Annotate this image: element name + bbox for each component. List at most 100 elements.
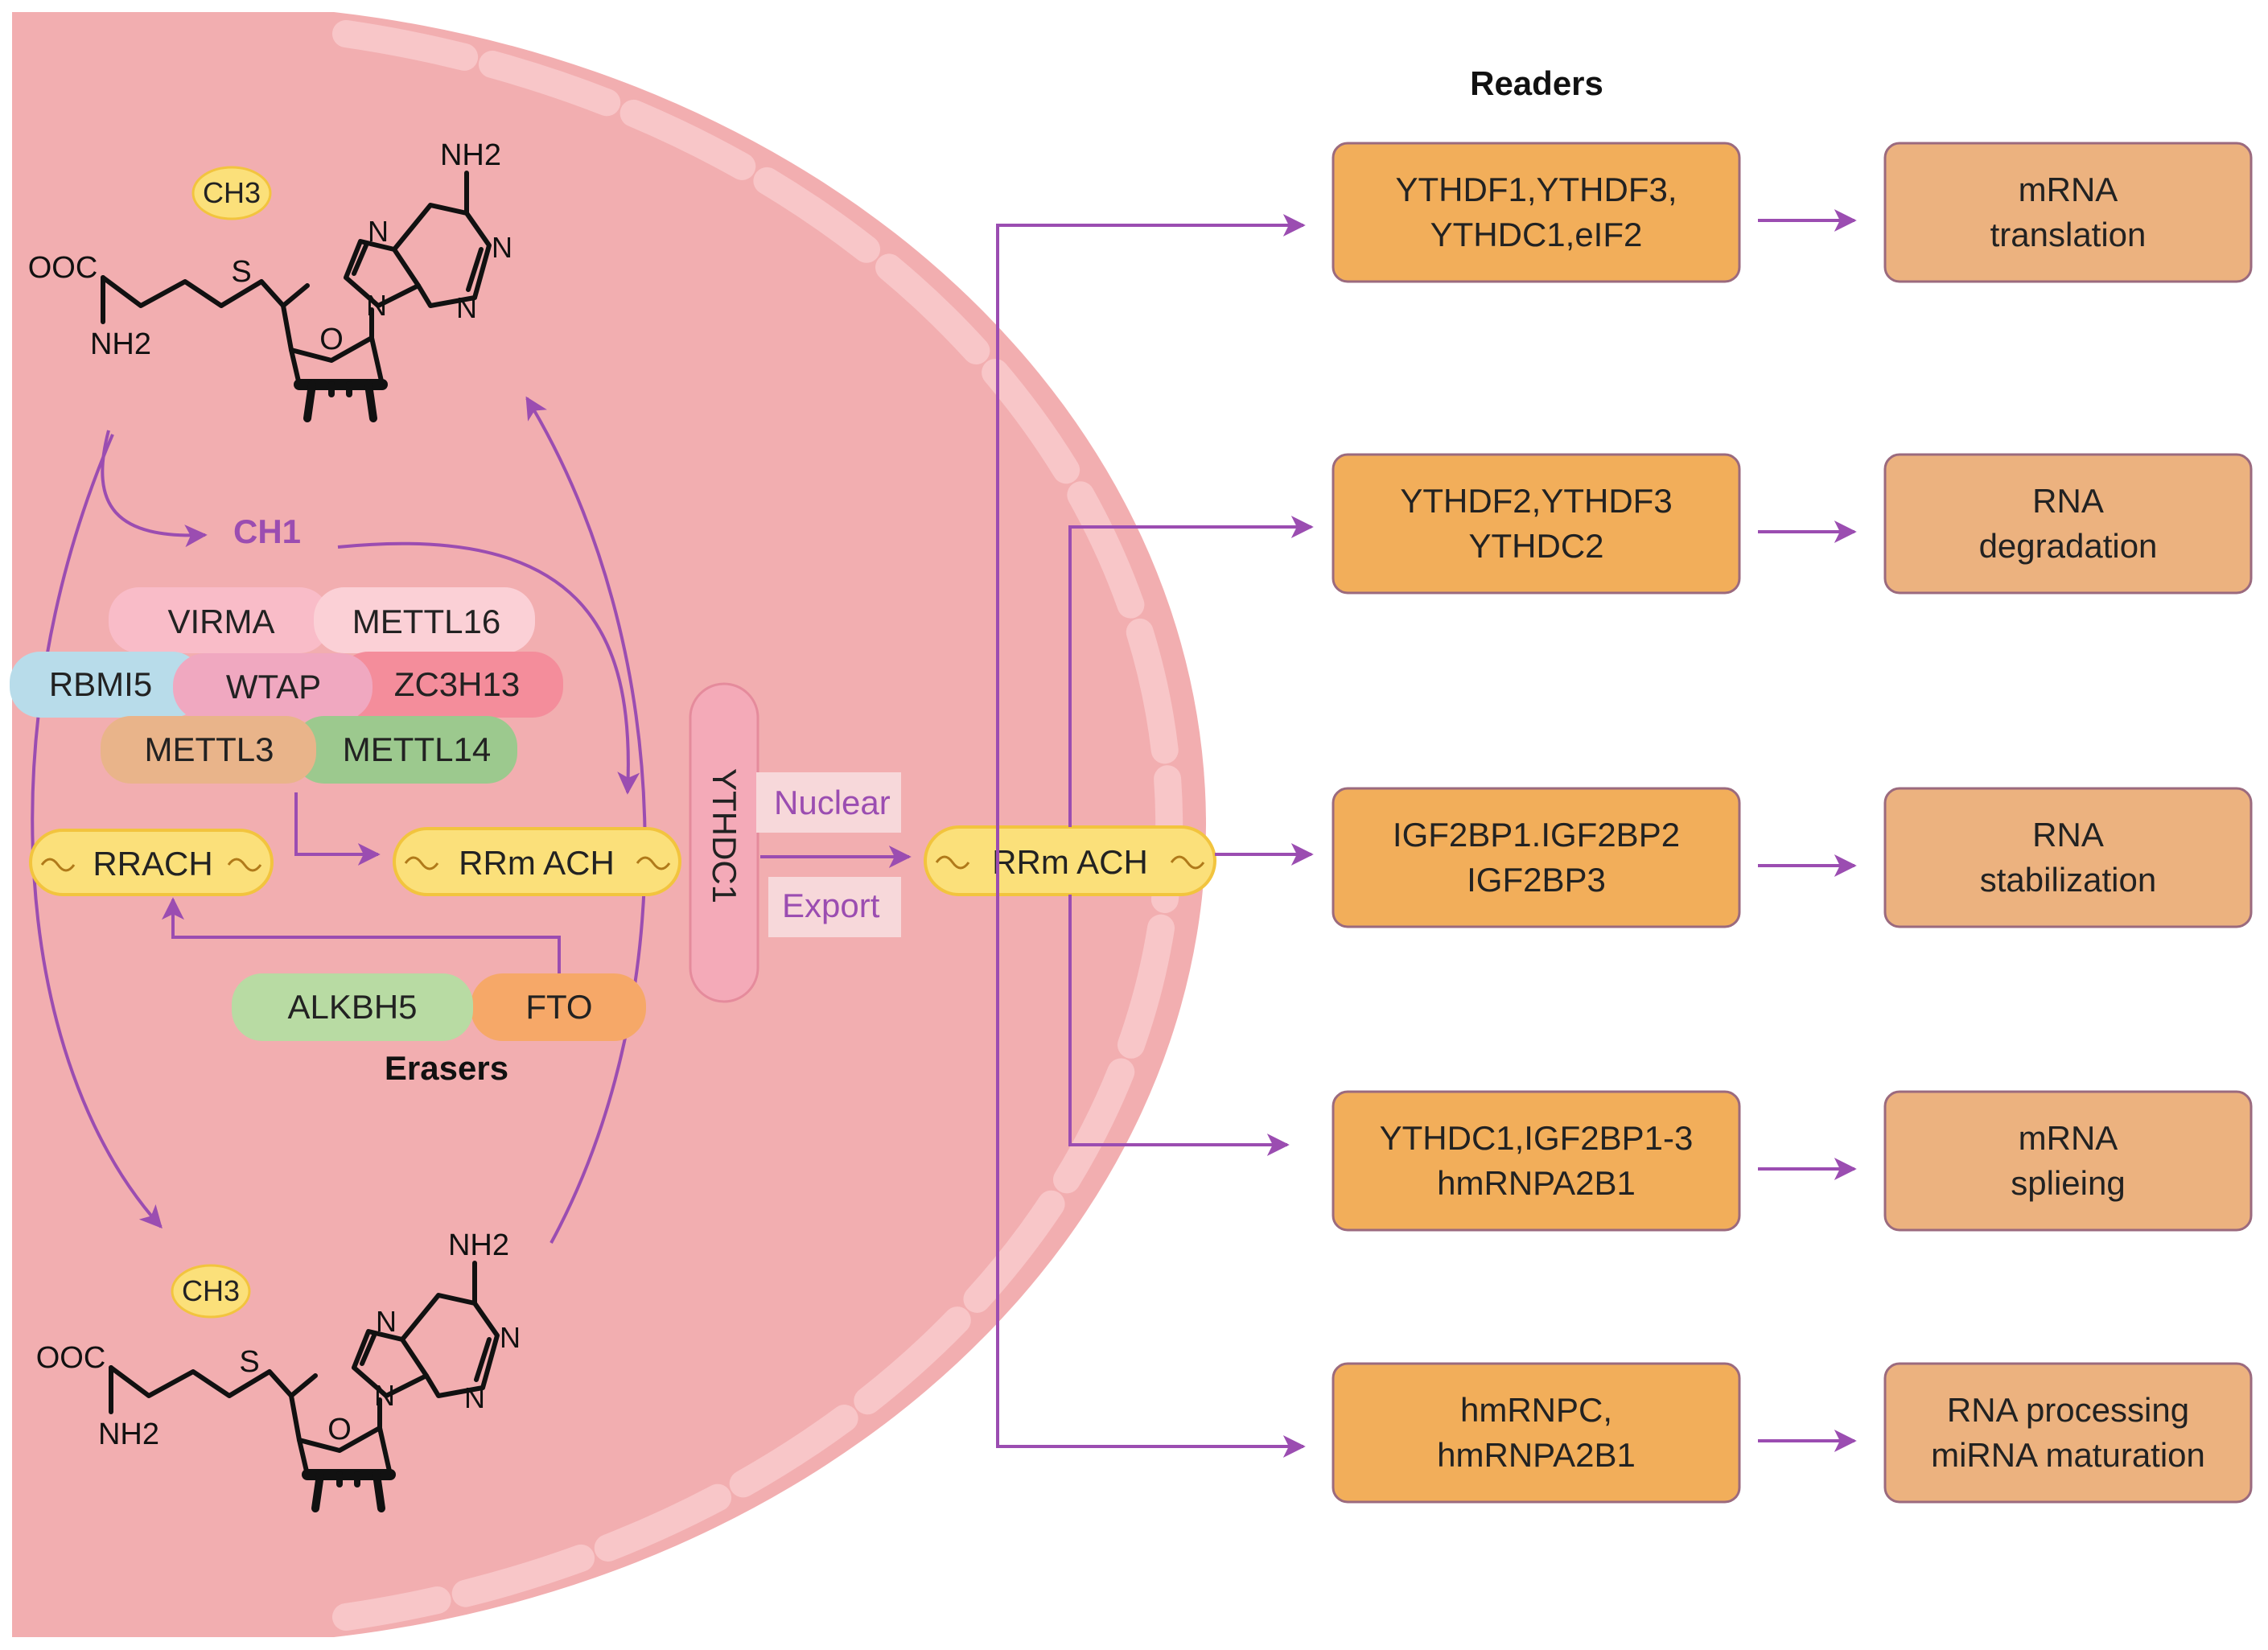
n-left-label: N	[366, 289, 387, 322]
sulfur-label-top: S	[231, 255, 251, 289]
alpha-amine-label-top: NH2	[90, 327, 151, 361]
outcome-box	[1883, 453, 2253, 595]
methyl-bubble-bottom	[171, 1264, 251, 1319]
carboxyl-label-top: OOC	[28, 251, 98, 285]
reader-line-2: YTHDC2	[1468, 527, 1603, 565]
outcome-line-2: stabilization	[1980, 861, 2156, 899]
outcome-box	[1883, 142, 2253, 283]
amine-label-bottom: NH2	[448, 1228, 509, 1262]
reader-line-2: YTHDC1,eIF2	[1430, 216, 1643, 253]
rrach-pill: RRACH	[29, 829, 274, 896]
cell-nucleus	[12, 12, 1206, 1637]
reader-box	[1332, 1362, 1741, 1504]
n-right-label: N	[492, 231, 512, 264]
branch-inner	[1068, 516, 1314, 827]
reader-line-2: IGF2BP3	[1467, 861, 1606, 899]
n-top-label-bottom: N	[376, 1305, 397, 1338]
methyl-transfer-label: CH1	[233, 512, 301, 550]
sam-top-labels: CH3 NH2 OOC NH2 S O N N N N	[28, 138, 512, 361]
outcome-line-2: degradation	[1979, 527, 2158, 565]
arrow-writers-to-rrmach	[294, 792, 381, 866]
arrow-fto-to-rrach	[162, 897, 561, 973]
outcome-line-2: splieing	[2011, 1164, 2125, 1202]
methyl-bubble	[191, 166, 272, 220]
reader-line-1: YTHDF2,YTHDF3	[1400, 482, 1672, 520]
writer-wtap: WTAP	[173, 653, 373, 721]
reader-rows: YTHDF1,YTHDF3, YTHDC1,eIF2 mRNA translation…	[1332, 142, 2253, 1504]
n-right-label-bottom: N	[500, 1321, 521, 1354]
ythdc1-label: YTHDC1	[706, 768, 743, 903]
reader-line-1: hmRNPC,	[1460, 1391, 1612, 1429]
sah-bottom-labels: CH3 NH2 OOC NH2 S O N N N N	[36, 1228, 521, 1451]
outcome-box	[1883, 787, 2253, 928]
reader-line-2: hmRNPA2B1	[1437, 1164, 1636, 1202]
reader-branch-arrows	[996, 214, 1314, 1458]
readers-title: Readers	[1470, 64, 1603, 102]
svg-text:RBMI5: RBMI5	[49, 665, 152, 703]
amine-label-top: NH2	[440, 138, 501, 172]
svg-text:METTL16: METTL16	[352, 603, 500, 640]
outcome-line-1: RNA	[2032, 816, 2104, 854]
outcome-line-2: miRNA maturation	[1931, 1436, 2205, 1474]
arrow-ch1-to-rrmach	[337, 541, 640, 795]
writer-mettl14: METTL14	[294, 716, 517, 784]
writer-mettl3: METTL3	[101, 716, 316, 784]
reader-box	[1332, 787, 1741, 928]
n-bottom-label: N	[456, 291, 477, 324]
branch-outer	[996, 214, 1306, 857]
svg-text:ZC3H13: ZC3H13	[394, 665, 520, 703]
eraser-fto: FTO	[471, 973, 646, 1041]
branch-outer-bottom	[996, 857, 1306, 1458]
carboxyl-label-bottom: OOC	[36, 1341, 106, 1375]
outcome-line-1: RNA	[2032, 482, 2104, 520]
oxygen-label-bottom: O	[327, 1413, 352, 1446]
svg-text:METTL3: METTL3	[144, 730, 274, 768]
svg-text:FTO: FTO	[525, 988, 592, 1026]
oxygen-label-top: O	[319, 323, 344, 356]
reader-box	[1332, 453, 1741, 595]
writer-rbmi5: RBMI5	[10, 652, 203, 718]
methyl-label-top: CH3	[203, 176, 261, 209]
n-left-label-bottom: N	[374, 1379, 395, 1412]
ythdc1-exporter: YTHDC1	[689, 682, 759, 1003]
eraser-alkbh5: ALKBH5	[232, 973, 473, 1041]
writer-zc3h13: ZC3H13	[338, 652, 563, 718]
erasers: FTO ALKBH5 Erasers	[232, 973, 646, 1087]
svg-text:RRm ACH: RRm ACH	[992, 843, 1148, 881]
writer-virma: VIRMA	[109, 587, 330, 653]
export-labels: Nuclear Export	[756, 772, 901, 937]
svg-text:ALKBH5: ALKBH5	[287, 988, 417, 1026]
rrmach-cytoplasm-pill: RRm ACH	[924, 825, 1216, 896]
alpha-amine-label-bottom: NH2	[98, 1418, 159, 1451]
svg-text:RRACH: RRACH	[93, 845, 212, 883]
reader-row: YTHDF1,YTHDF3, YTHDC1,eIF2 mRNA translation	[1332, 142, 2253, 283]
outcome-line-1: mRNA	[2019, 1119, 2118, 1157]
reader-box	[1332, 1090, 1741, 1232]
outcome-line-1: RNA processing	[1947, 1391, 2189, 1429]
reader-line-1: IGF2BP1.IGF2BP2	[1393, 816, 1680, 854]
export-label: Export	[782, 887, 880, 924]
outcome-line-1: mRNA	[2019, 171, 2118, 208]
sam-molecule-top	[101, 166, 492, 422]
svg-text:WTAP: WTAP	[226, 668, 321, 706]
erasers-label: Erasers	[385, 1049, 508, 1087]
branch-inner-bottom	[1068, 895, 1290, 1156]
arrow-sah-to-sam	[525, 396, 647, 1244]
outcome-line-2: translation	[1990, 216, 2147, 253]
writer-mettl16: METTL16	[314, 587, 535, 653]
reader-row: YTHDC1,IGF2BP1-3 hmRNPA2B1 mRNA splieing	[1332, 1090, 2253, 1232]
n-top-label: N	[368, 215, 389, 248]
reader-line-1: YTHDF1,YTHDF3,	[1395, 171, 1677, 208]
rrmach-nuclear-pill: RRm ACH	[393, 827, 681, 896]
outcome-box	[1883, 1090, 2253, 1232]
reader-box	[1332, 142, 1741, 283]
nuclear-label: Nuclear	[774, 784, 891, 821]
n-bottom-label-bottom: N	[464, 1381, 485, 1414]
reader-line-1: YTHDC1,IGF2BP1-3	[1380, 1119, 1694, 1157]
outcome-box	[1883, 1362, 2253, 1504]
sulfur-label-bottom: S	[239, 1345, 259, 1379]
